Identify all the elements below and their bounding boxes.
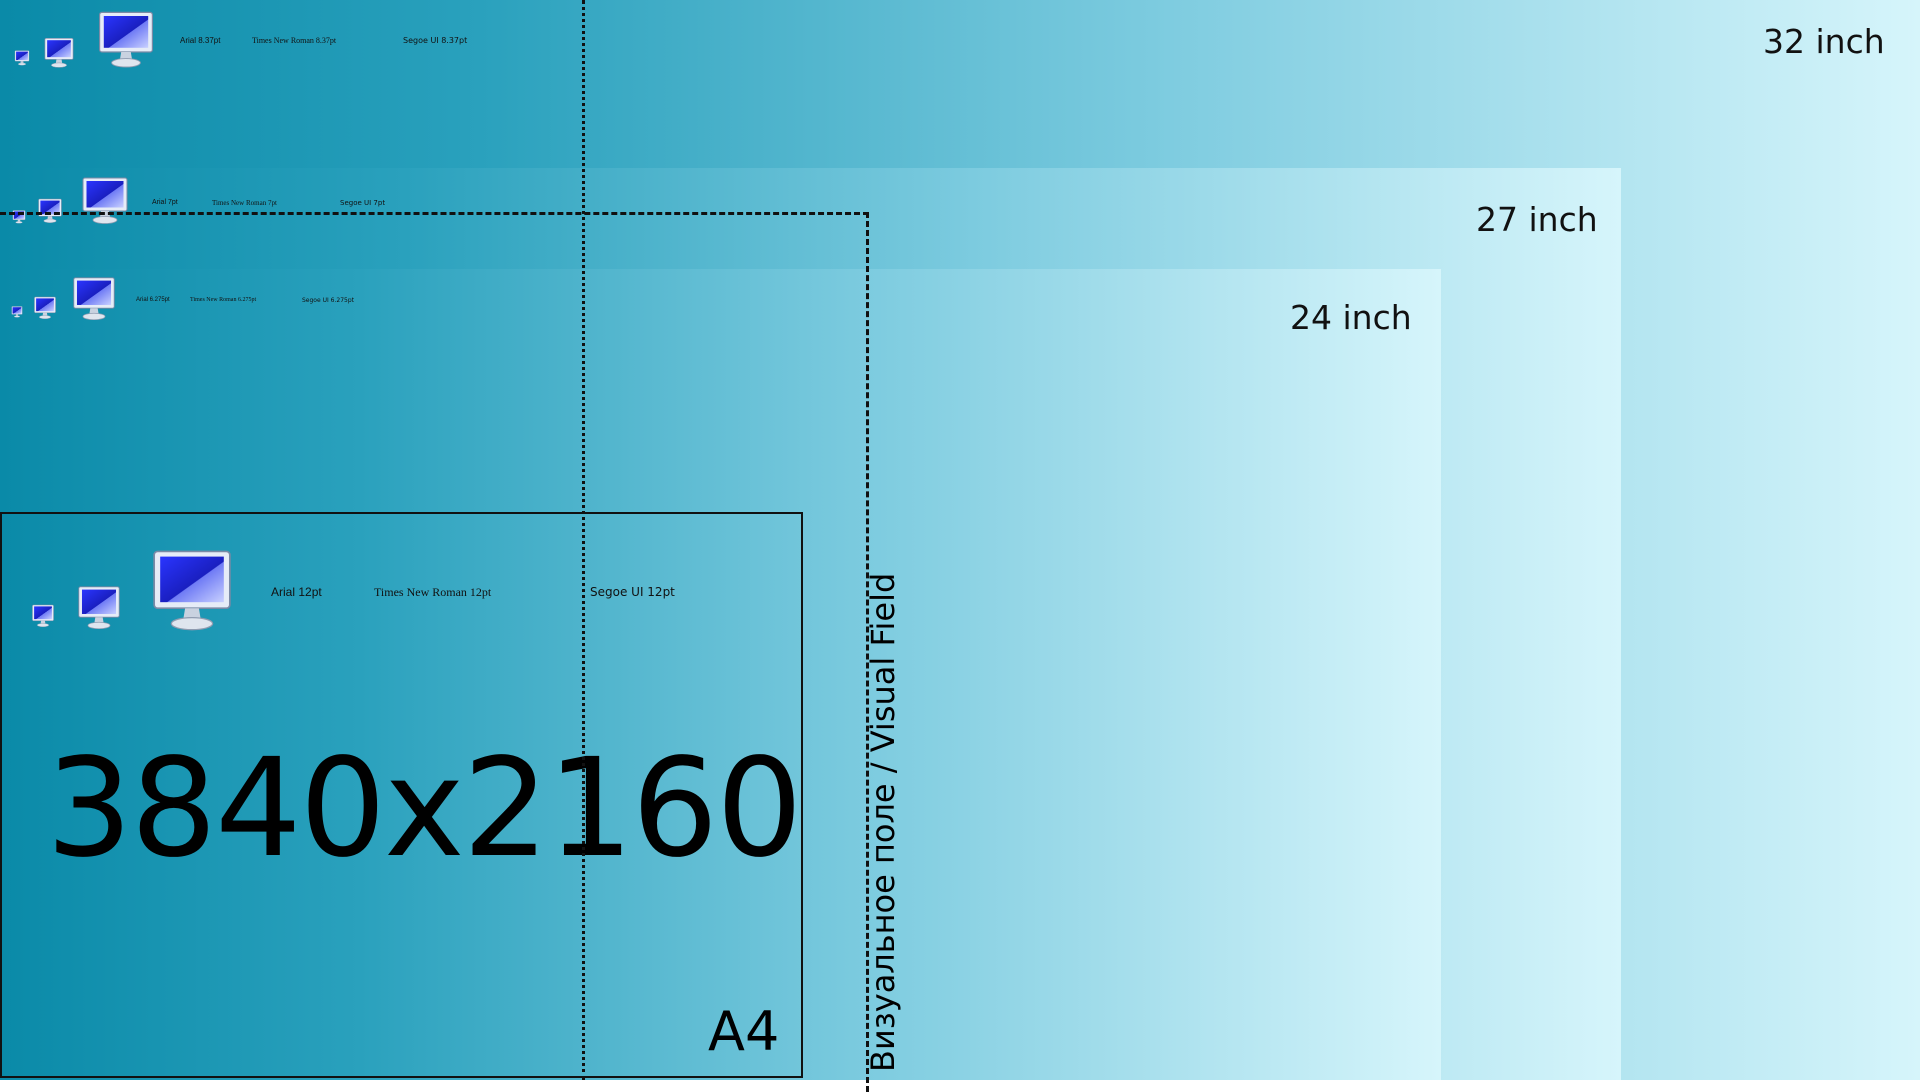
font-sample-segoe: Segoe UI 12pt bbox=[590, 585, 675, 599]
font-sample-arial: Arial 8.37pt bbox=[180, 36, 221, 45]
font-sample-times: Times New Roman 12pt bbox=[374, 585, 492, 599]
visual-field-frame bbox=[0, 212, 869, 1092]
label-24-inch: 24 inch bbox=[1290, 298, 1412, 337]
font-sample-times: Times New Roman 7pt bbox=[212, 199, 277, 207]
font-sample-arial: Arial 6.275pt bbox=[136, 297, 170, 303]
font-sample-segoe: Segoe UI 7pt bbox=[340, 199, 386, 207]
resolution-label: 3840x2160 bbox=[46, 730, 803, 888]
font-sample-times: Times New Roman 6.275pt bbox=[190, 297, 257, 303]
vertical-guide-line bbox=[582, 0, 585, 1080]
font-sample-segoe: Segoe UI 8.37pt bbox=[403, 36, 468, 45]
label-32-inch: 32 inch bbox=[1763, 22, 1885, 61]
visual-field-label: Визуальное поле / Visual Field bbox=[864, 572, 902, 1072]
screen-24-inch bbox=[0, 269, 1441, 1080]
monitor-icon bbox=[92, 10, 160, 70]
font-sample-arial: Arial 12pt bbox=[271, 585, 322, 599]
font-sample-segoe: Segoe UI 6.275pt bbox=[302, 297, 354, 304]
label-27-inch: 27 inch bbox=[1476, 200, 1598, 239]
a4-frame bbox=[0, 512, 803, 1078]
a4-label: A4 bbox=[708, 1000, 780, 1063]
monitor-icon bbox=[42, 37, 76, 69]
monitor-icon bbox=[14, 50, 30, 66]
font-sample-arial: Arial 7pt bbox=[152, 199, 178, 206]
font-sample-times: Times New Roman 8.37pt bbox=[252, 36, 337, 45]
